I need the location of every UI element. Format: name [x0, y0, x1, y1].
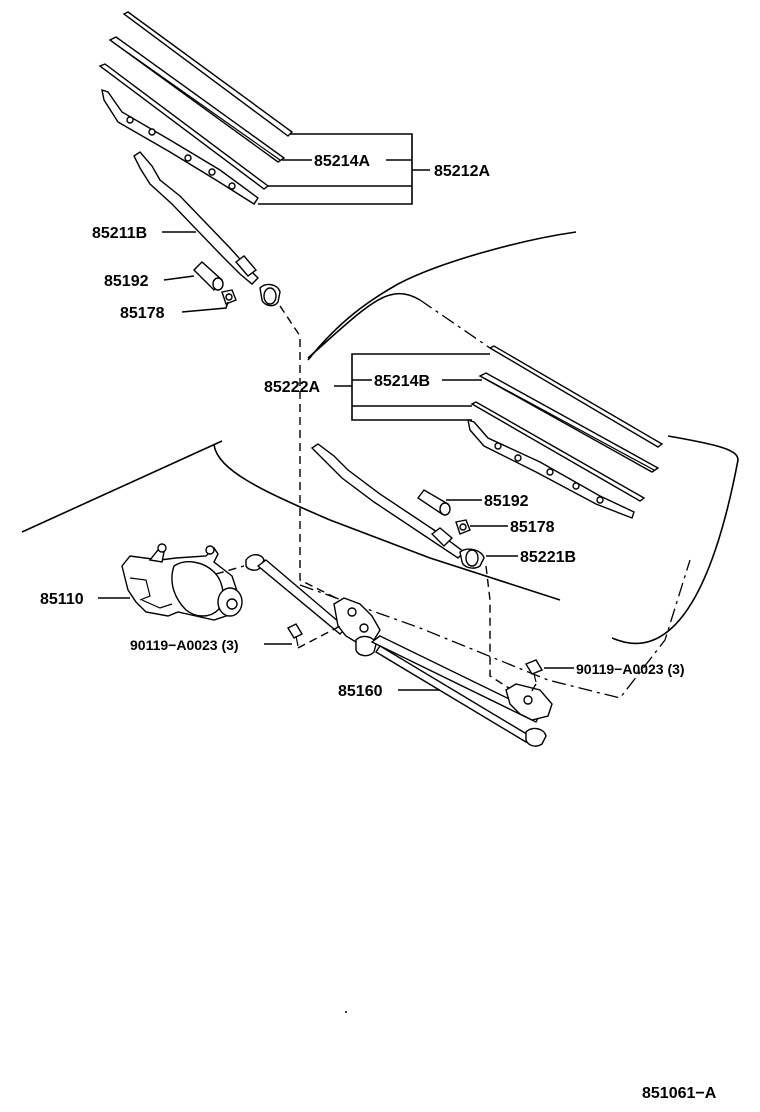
label-85192-top: 85192 [104, 273, 149, 290]
blade-assembly-right [467, 345, 664, 519]
label-85214B: 85214B [374, 373, 430, 390]
blade-frame-right-clips [494, 442, 604, 504]
windshield-glass-edge [307, 292, 421, 359]
leader-85192-top [163, 275, 195, 281]
bracket-85222A [351, 353, 490, 421]
dashed-connector-right [485, 565, 513, 691]
wiper-arm-right [310, 443, 485, 569]
cowl-edge-right [611, 435, 739, 645]
blade-frame-clips [126, 116, 236, 190]
leader-85178-top [181, 301, 229, 313]
blade-refill-85214B-inner [483, 377, 655, 471]
wiper-arm-left [133, 151, 281, 307]
label-85221B: 85221B [520, 549, 576, 566]
blade-frame-left [101, 88, 259, 205]
label-85178-top: 85178 [120, 305, 165, 322]
blade-strip-1 [122, 11, 294, 137]
label-85110: 85110 [40, 591, 84, 608]
label-85222A: 85222A [264, 379, 320, 396]
windshield-upper-edge [307, 231, 577, 361]
stray-dot [345, 1011, 347, 1013]
windshield-lower-edge [213, 444, 561, 601]
nut-85178-mid [455, 519, 471, 535]
blade-refill-85214A [108, 36, 286, 163]
label-90119-left: 90119−A0023 (3) [130, 637, 239, 653]
dashed-connector-left [279, 305, 341, 601]
hood-line [21, 440, 223, 533]
blade-assembly-left [98, 11, 294, 205]
blade-refill-85214B [478, 372, 660, 473]
bolt-right [524, 659, 544, 683]
wiper-linkage [245, 554, 553, 747]
blade-strip-right-1 [488, 345, 664, 448]
nut-85178-top [221, 289, 237, 305]
dashed-bolt-left [297, 623, 345, 649]
cap-85192-mid [416, 489, 451, 516]
blade-strip-right-2 [470, 401, 646, 502]
label-85178-mid: 85178 [510, 519, 555, 536]
label-85192-mid: 85192 [484, 493, 529, 510]
label-85211B: 85211B [92, 225, 147, 242]
glass-dashdot-lower [299, 559, 691, 699]
bracket-85212A [258, 133, 413, 205]
label-85214A: 85214A [314, 153, 370, 170]
label-85160: 85160 [338, 683, 383, 700]
bolt-left [287, 623, 303, 647]
glass-dashdot-edge [419, 299, 491, 349]
label-85212A: 85212A [434, 163, 490, 180]
wiper-motor [121, 543, 243, 621]
figure-code: 851061−A [642, 1085, 717, 1102]
dashed-motor-to-linkage [215, 565, 245, 575]
dashed-bolt-right [529, 683, 537, 695]
blade-refill-85214A-inner [113, 42, 281, 161]
cap-85192-top [193, 261, 224, 292]
label-90119-right: 90119−A0023 (3) [576, 661, 685, 677]
